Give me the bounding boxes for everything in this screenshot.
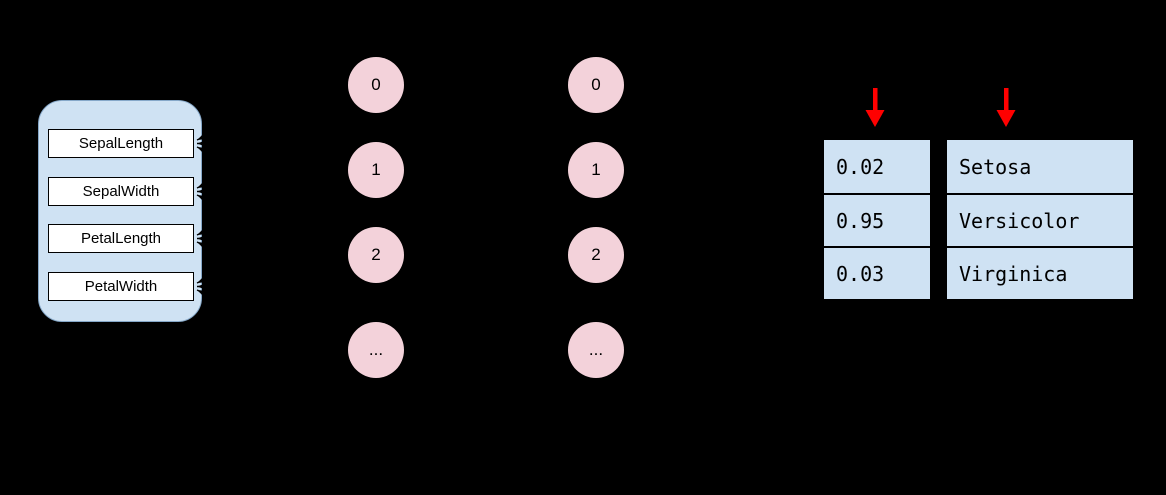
feature-box-sepallength: SepalLength <box>48 129 194 158</box>
hidden1-node-0: 0 <box>348 57 404 113</box>
hidden2-node-0: 0 <box>568 57 624 113</box>
hidden1-node-0-label: 0 <box>371 75 381 94</box>
hidden1-node-1-label: 1 <box>371 160 381 179</box>
probability-cell-1: 0.95 <box>824 193 930 246</box>
feature-label-petalwidth: PetalWidth <box>84 278 158 295</box>
hidden2-node-2: 2 <box>568 227 624 283</box>
class-cell-versicolor: Versicolor <box>947 193 1133 246</box>
hidden2-node-2-label: 2 <box>591 245 601 264</box>
hidden2-node-1-label: 1 <box>591 160 601 179</box>
probability-cell-0: 0.02 <box>824 140 930 193</box>
red-down-arrow-icon-probabilities <box>865 88 885 127</box>
feature-box-sepalwidth: SepalWidth <box>48 177 194 206</box>
input-features-panel: SepalLength SepalWidth PetalLength Petal… <box>38 100 270 324</box>
hidden1-node-ellipsis-label: ... <box>368 340 384 359</box>
class-cell-setosa: Setosa <box>947 140 1133 193</box>
hidden1-node-ellipsis: ... <box>348 322 404 378</box>
probabilities-table: 0.02 0.95 0.03 <box>822 138 932 301</box>
hidden2-node-1: 1 <box>568 142 624 198</box>
input-connector-arrows-icon <box>196 106 270 324</box>
hidden1-node-2-label: 2 <box>371 245 381 264</box>
feature-label-sepalwidth: SepalWidth <box>82 183 160 200</box>
feature-box-petalwidth: PetalWidth <box>48 272 194 301</box>
hidden1-node-2: 2 <box>348 227 404 283</box>
class-cell-virginica: Virginica <box>947 246 1133 299</box>
feature-label-sepallength: SepalLength <box>78 135 164 152</box>
hidden1-node-1: 1 <box>348 142 404 198</box>
feature-label-petallength: PetalLength <box>80 230 162 247</box>
classes-table: Setosa Versicolor Virginica <box>945 138 1135 301</box>
hidden2-node-0-label: 0 <box>591 75 601 94</box>
red-down-arrow-icon-classes <box>996 88 1016 127</box>
hidden2-node-ellipsis-label: ... <box>588 340 604 359</box>
hidden2-node-ellipsis: ... <box>568 322 624 378</box>
feature-box-petallength: PetalLength <box>48 224 194 253</box>
probability-cell-2: 0.03 <box>824 246 930 299</box>
